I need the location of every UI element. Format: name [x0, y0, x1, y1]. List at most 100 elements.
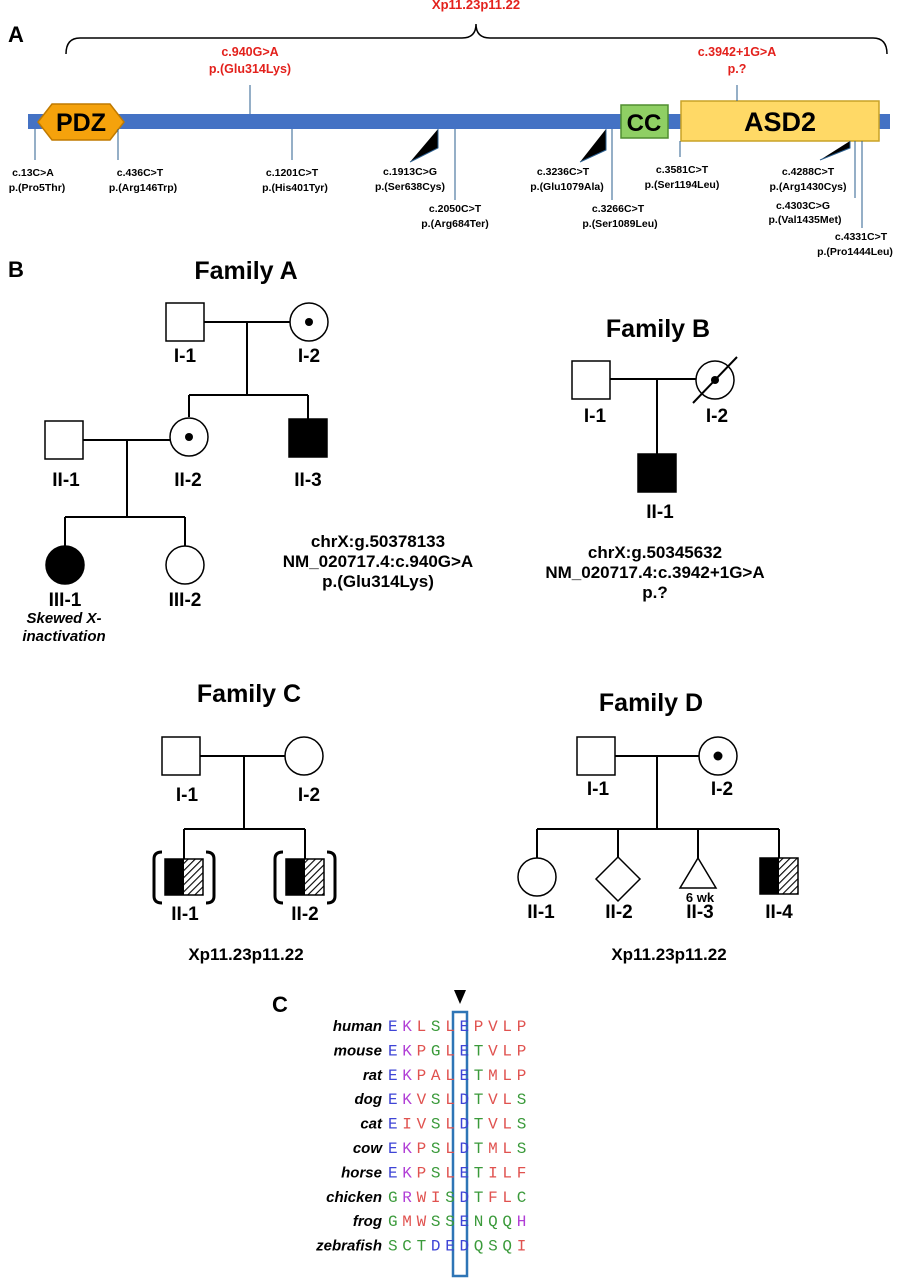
- residue: T: [474, 1189, 484, 1207]
- residue: E: [388, 1018, 398, 1036]
- family-a-variant: NM_020717.4:c.940G>A: [283, 552, 473, 571]
- variant-c: c.13C>A: [12, 167, 54, 179]
- residue: P: [474, 1018, 484, 1036]
- residue: V: [488, 1018, 498, 1036]
- individual-label: II-1: [527, 902, 555, 923]
- pedigree-family-d: Family D I-1 I-2 6 wk II-1 II-2 II-3 II-…: [517, 689, 799, 964]
- residue: V: [417, 1091, 427, 1109]
- residue: V: [488, 1091, 498, 1109]
- residue: V: [488, 1042, 498, 1060]
- individual-label: I-1: [176, 785, 199, 806]
- residue: W: [417, 1189, 427, 1207]
- residue: L: [445, 1164, 455, 1182]
- residue: M: [402, 1213, 412, 1231]
- residue: P: [417, 1042, 427, 1060]
- residue: D: [460, 1238, 470, 1256]
- residue: C: [402, 1238, 412, 1256]
- residue: L: [502, 1067, 512, 1085]
- residue: E: [460, 1018, 470, 1036]
- carrier-dot: [185, 433, 193, 441]
- individual-label: II-2: [174, 470, 201, 491]
- family-c-title: Family C: [197, 680, 301, 708]
- residue: E: [460, 1213, 470, 1231]
- carrier-dot: [713, 751, 723, 761]
- pedigree-family-c: Family C I-1 I-2 II-1 II-2 Xp11.23p11.22: [152, 680, 337, 964]
- individual-label: II-1: [171, 904, 199, 925]
- family-a-variant: chrX:g.50378133: [311, 532, 445, 551]
- variant-tick: [579, 129, 607, 163]
- affected-half: [760, 858, 779, 894]
- residue: E: [460, 1042, 470, 1060]
- family-a-title: Family A: [194, 257, 297, 285]
- variant-p: p.(Arg1430Cys): [769, 181, 846, 193]
- family-d-region: Xp11.23p11.22: [611, 945, 726, 964]
- residue: H: [517, 1213, 527, 1231]
- residue: S: [445, 1213, 455, 1231]
- hatched-half: [184, 859, 203, 895]
- residue: M: [488, 1067, 498, 1085]
- residue: T: [474, 1091, 484, 1109]
- residue: W: [417, 1213, 427, 1231]
- residue: L: [502, 1091, 512, 1109]
- variant-c: c.3581C>T: [656, 164, 709, 176]
- variant-c: c.3236C>T: [537, 166, 590, 178]
- individual-label: I-2: [298, 346, 320, 367]
- residue: D: [460, 1189, 470, 1207]
- residue: E: [388, 1140, 398, 1158]
- residue: E: [388, 1067, 398, 1085]
- residue: L: [445, 1116, 455, 1134]
- variant-c: c.1913C>G: [383, 166, 437, 178]
- bracket-right: [326, 850, 337, 905]
- individual-label: I-2: [711, 779, 733, 800]
- panel-label-c: C: [272, 992, 288, 1017]
- residue: S: [517, 1116, 527, 1134]
- residue: I: [517, 1238, 527, 1256]
- red-variant-c: c.940G>A: [221, 45, 278, 59]
- affected-half: [165, 859, 184, 895]
- residue: S: [431, 1091, 441, 1109]
- species-label: human: [333, 1018, 382, 1035]
- residue: D: [431, 1238, 441, 1256]
- variant-p: p.(Pro5Thr): [9, 182, 66, 194]
- residue: L: [445, 1091, 455, 1109]
- panel-label-b: B: [8, 257, 24, 282]
- pdz-domain: [37, 103, 125, 141]
- residue: L: [417, 1018, 427, 1036]
- variant-p: p.(His401Tyr): [262, 182, 328, 194]
- gestation-label: 6 wk: [686, 890, 715, 905]
- individual-label: I-2: [298, 785, 320, 806]
- residue: K: [402, 1067, 412, 1085]
- residue: L: [502, 1116, 512, 1134]
- residue: K: [402, 1018, 412, 1036]
- residue: L: [445, 1042, 455, 1060]
- family-b-variant: p.?: [642, 583, 668, 602]
- bracket-left: [152, 850, 163, 905]
- residue: Q: [502, 1238, 512, 1256]
- variant-c: c.3266C>T: [592, 203, 645, 215]
- arrowhead-marker: [454, 990, 466, 1004]
- residue: I: [488, 1164, 498, 1182]
- variant-p: p.(Arg146Trp): [109, 182, 177, 194]
- protein-bar: [28, 114, 890, 129]
- residue: I: [431, 1189, 441, 1207]
- individual-label: I-1: [174, 346, 197, 367]
- individual-label: II-1: [646, 502, 674, 523]
- affected-half: [286, 859, 305, 895]
- variant-p: p.(Val1435Met): [769, 214, 842, 226]
- individual-label: II-3: [294, 470, 321, 491]
- variant-p: p.(Ser1089Leu): [582, 218, 657, 230]
- residue: S: [488, 1238, 498, 1256]
- pedigree-family-b: Family B I-1 I-2 II-1 chrX:g.50345632 NM…: [545, 315, 764, 602]
- residue: E: [460, 1067, 470, 1085]
- residue: A: [431, 1067, 441, 1085]
- species-label: rat: [363, 1067, 383, 1084]
- residue: G: [388, 1213, 398, 1231]
- residue: L: [502, 1140, 512, 1158]
- residue: T: [474, 1164, 484, 1182]
- residue: E: [445, 1238, 455, 1256]
- male-affected-hatched: [164, 858, 204, 896]
- bracket-left: [273, 850, 284, 905]
- region-label: Xp11.23p11.22: [432, 0, 520, 12]
